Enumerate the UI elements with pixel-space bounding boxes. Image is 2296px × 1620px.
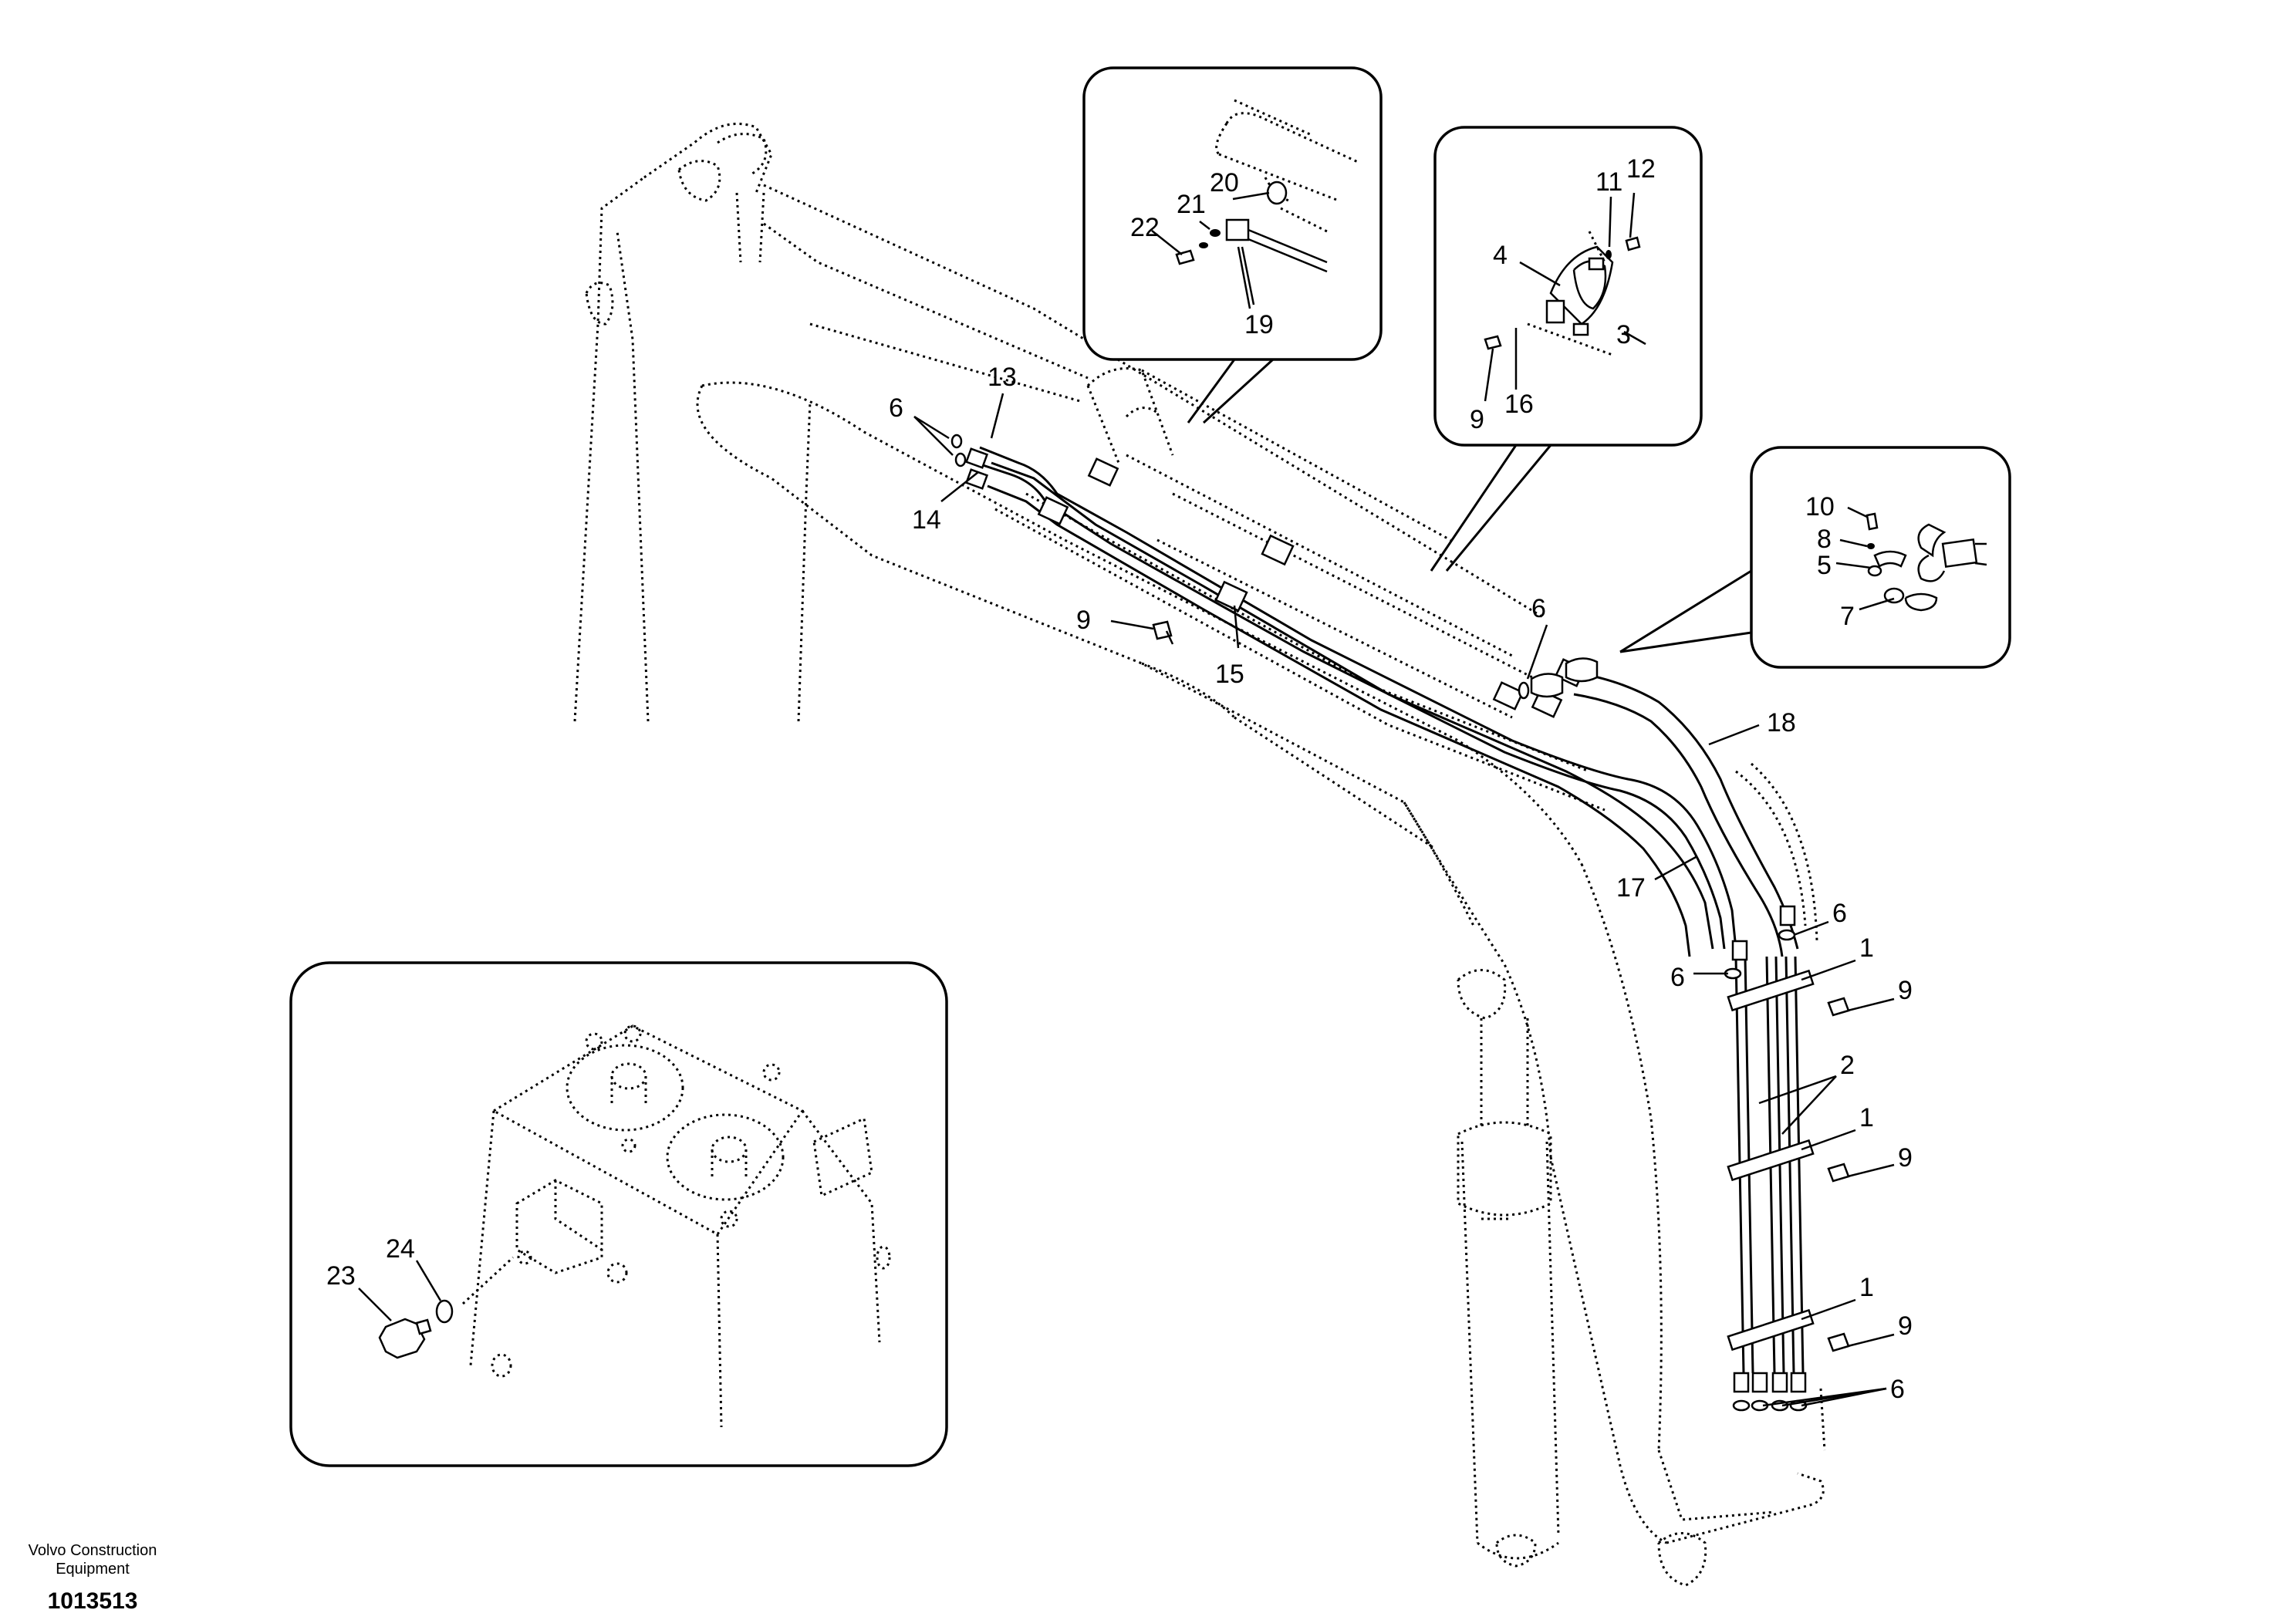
callout-19: 19 — [1244, 310, 1274, 339]
arm-cylinder — [1086, 367, 1513, 657]
detail-box-top: 20 21 22 19 — [1082, 66, 1383, 424]
drawing-number: 1013513 — [48, 1588, 138, 1614]
brand-line-1: Volvo Construction — [29, 1542, 157, 1559]
footer: Volvo Construction Equipment 1013513 — [29, 1542, 157, 1614]
callout-7: 7 — [1840, 602, 1855, 631]
callout-4: 4 — [1493, 241, 1508, 270]
callout-9-boom: 9 — [1076, 606, 1091, 635]
callout-17: 17 — [1616, 873, 1646, 903]
detail-box-clamp: 3 4 9 16 11 12 — [1430, 126, 1703, 572]
callout-11: 11 — [1595, 167, 1622, 197]
boom-outline — [573, 123, 1825, 1587]
callout-21: 21 — [1177, 190, 1206, 219]
callout-24: 24 — [386, 1234, 415, 1264]
callout-9-lower: 9 — [1898, 1311, 1913, 1341]
brand-line-2: Equipment — [56, 1561, 130, 1578]
callout-6-bottom: 6 — [1890, 1375, 1905, 1404]
callout-1-middle: 1 — [1859, 1103, 1874, 1132]
callout-3: 3 — [1616, 320, 1631, 349]
callout-6-right-upper: 6 — [1832, 899, 1847, 928]
callout-1-lower: 1 — [1859, 1273, 1874, 1302]
callout-23: 23 — [326, 1261, 356, 1291]
callout-5: 5 — [1817, 551, 1832, 580]
callout-6-left: 6 — [1670, 963, 1685, 992]
main-callouts: 6 13 14 9 15 6 18 17 6 6 1 9 — [889, 363, 1913, 1407]
callout-1-upper: 1 — [1859, 933, 1874, 963]
callout-6-center: 6 — [1531, 594, 1546, 623]
callout-22: 22 — [1130, 213, 1160, 242]
boom-cylinder — [1457, 1018, 1560, 1568]
callout-12: 12 — [1626, 154, 1656, 184]
callout-20: 20 — [1210, 168, 1239, 197]
callout-2: 2 — [1840, 1051, 1855, 1080]
callout-18: 18 — [1767, 708, 1796, 737]
callout-9-detail: 9 — [1470, 405, 1484, 434]
callout-16: 16 — [1504, 390, 1534, 419]
callout-15: 15 — [1215, 660, 1244, 689]
callout-8: 8 — [1817, 525, 1832, 554]
detail-box-fitting: 10 8 5 7 — [1619, 446, 2011, 669]
callout-9-middle: 9 — [1898, 1143, 1913, 1173]
callout-9-upper: 9 — [1898, 976, 1913, 1005]
callout-6-top-left: 6 — [889, 393, 903, 423]
callout-13: 13 — [988, 363, 1017, 392]
callout-14: 14 — [912, 505, 941, 535]
callout-10: 10 — [1805, 492, 1835, 521]
detail-box-valve: 24 23 — [289, 961, 948, 1467]
hose-clamps — [964, 447, 1850, 1412]
